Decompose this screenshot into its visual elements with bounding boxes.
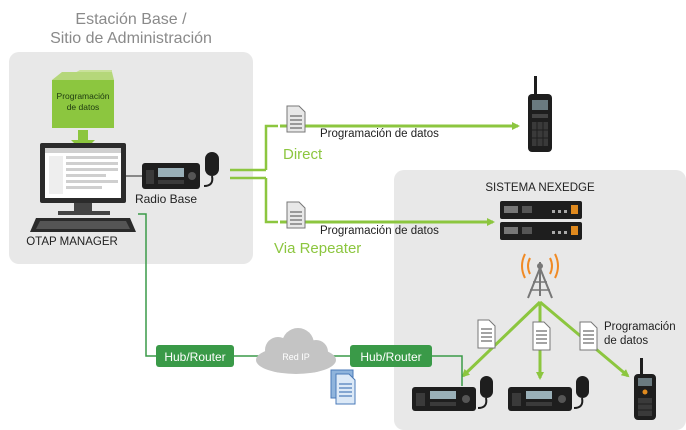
document-icon — [286, 105, 306, 133]
direct-mode-label: Direct — [283, 146, 323, 163]
radio-links — [230, 124, 278, 224]
document-icon — [532, 321, 551, 351]
manager-label: OTAP MANAGER — [26, 236, 118, 248]
radio-base-icon — [142, 152, 219, 189]
nexedge-title: SISTEMA NEXEDGE — [485, 182, 595, 194]
station-title-line2: Sitio de Administración — [50, 30, 212, 47]
cloud-label: Red IP — [282, 352, 310, 362]
hub-router-right-label: Hub/Router — [360, 350, 421, 364]
computer-icon — [30, 143, 136, 232]
down-arrow-icon — [71, 130, 95, 152]
mobile-radio-icon — [412, 376, 493, 411]
document-icon — [579, 321, 598, 351]
handheld-radio-icon — [528, 76, 552, 152]
folder-label-line1: Programación — [57, 91, 110, 101]
repeater-unit-icon — [500, 222, 582, 240]
hub-router-left-label: Hub/Router — [164, 350, 225, 364]
network-cable — [432, 355, 463, 386]
hub-router-right: Hub/Router — [350, 345, 432, 367]
nexedge-side-label-line2: de datos — [604, 335, 648, 347]
blue-document-icon — [330, 369, 356, 405]
document-icon — [477, 319, 496, 349]
document-icon — [286, 201, 306, 229]
mobile-radio-icon — [508, 376, 589, 411]
antenna-tower-icon — [521, 253, 559, 299]
repeater-doc-label: Programación de datos — [320, 225, 439, 237]
network-cable — [138, 213, 156, 357]
folder-icon: Programación de datos — [52, 70, 114, 128]
handheld-radio-icon — [634, 358, 656, 420]
direct-doc-label: Programación de datos — [320, 128, 439, 140]
station-title-line1: Estación Base / — [75, 11, 187, 28]
repeater-mode-label: Via Repeater — [274, 240, 361, 257]
hub-router-left: Hub/Router — [156, 345, 234, 367]
cloud-icon: Red IP — [256, 328, 336, 374]
radio-base-label: Radio Base — [135, 192, 197, 206]
folder-label-line2: de datos — [67, 102, 100, 112]
repeater-unit-icon — [500, 201, 582, 219]
nexedge-side-label-line1: Programación — [604, 321, 676, 333]
